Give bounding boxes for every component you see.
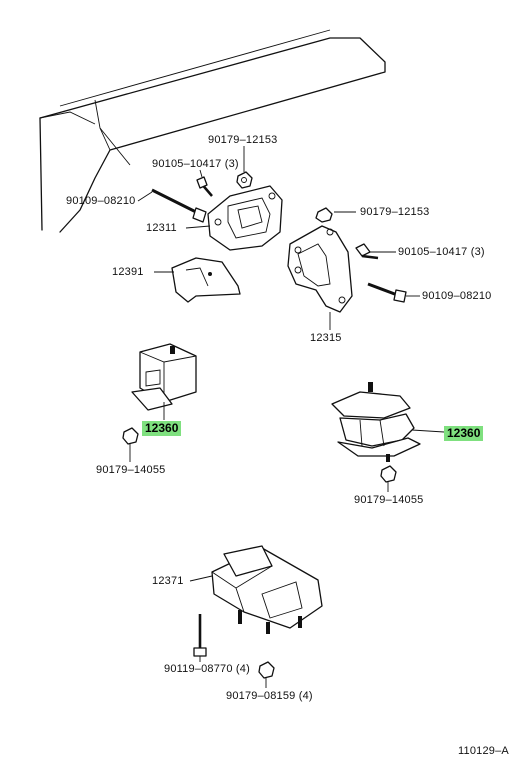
label-12360-right[interactable]: 12360 [444, 426, 484, 441]
bolt-90119-08770[interactable] [193, 614, 207, 657]
nut-left-90179-14055[interactable] [122, 427, 139, 445]
bolt-left-90105[interactable] [196, 176, 213, 197]
label-12371[interactable]: 12371 [152, 575, 184, 587]
engine-block-outline [39, 29, 386, 233]
label-12360-left[interactable]: 12360 [142, 421, 182, 436]
label-90119-08770[interactable]: 90119–08770 (4) [164, 663, 250, 675]
label-90105-10417-right[interactable]: 90105–10417 (3) [398, 246, 485, 258]
label-12391[interactable]: 12391 [112, 266, 144, 278]
nut-90179-08159[interactable] [258, 661, 275, 679]
label-90109-08210-right[interactable]: 90109–08210 [422, 290, 492, 302]
nut-left-90179-12153[interactable] [236, 171, 253, 189]
label-90179-14055-right[interactable]: 90179–14055 [354, 494, 424, 506]
label-90109-08210-left[interactable]: 90109–08210 [66, 195, 136, 207]
engine-bracket-right[interactable] [287, 225, 353, 313]
figure-code: 110129–A [458, 745, 509, 757]
bolt-right-90109[interactable] [367, 282, 407, 303]
heat-insulator-12391[interactable] [171, 257, 241, 303]
engine-bracket-left[interactable] [207, 185, 283, 251]
label-90179-14055-left[interactable]: 90179–14055 [96, 464, 166, 476]
nut-right-90179-14055[interactable] [380, 465, 397, 483]
leader-lines [129, 146, 445, 688]
label-12315[interactable]: 12315 [310, 332, 342, 344]
label-12311[interactable]: 12311 [146, 222, 177, 234]
label-90179-12153-top[interactable]: 90179–12153 [208, 134, 278, 146]
label-90179-08159[interactable]: 90179–08159 (4) [226, 690, 313, 702]
insulator-right-12360[interactable] [331, 382, 421, 462]
nut-right-90179-12153[interactable] [315, 207, 333, 223]
rear-insulator-12371[interactable] [211, 545, 323, 634]
bolt-left-90109[interactable] [151, 188, 207, 223]
insulator-left-12360[interactable] [131, 343, 197, 411]
bolt-right-90105[interactable] [355, 243, 379, 260]
label-90179-12153-right[interactable]: 90179–12153 [360, 206, 430, 218]
label-90105-10417-left[interactable]: 90105–10417 (3) [152, 158, 239, 170]
